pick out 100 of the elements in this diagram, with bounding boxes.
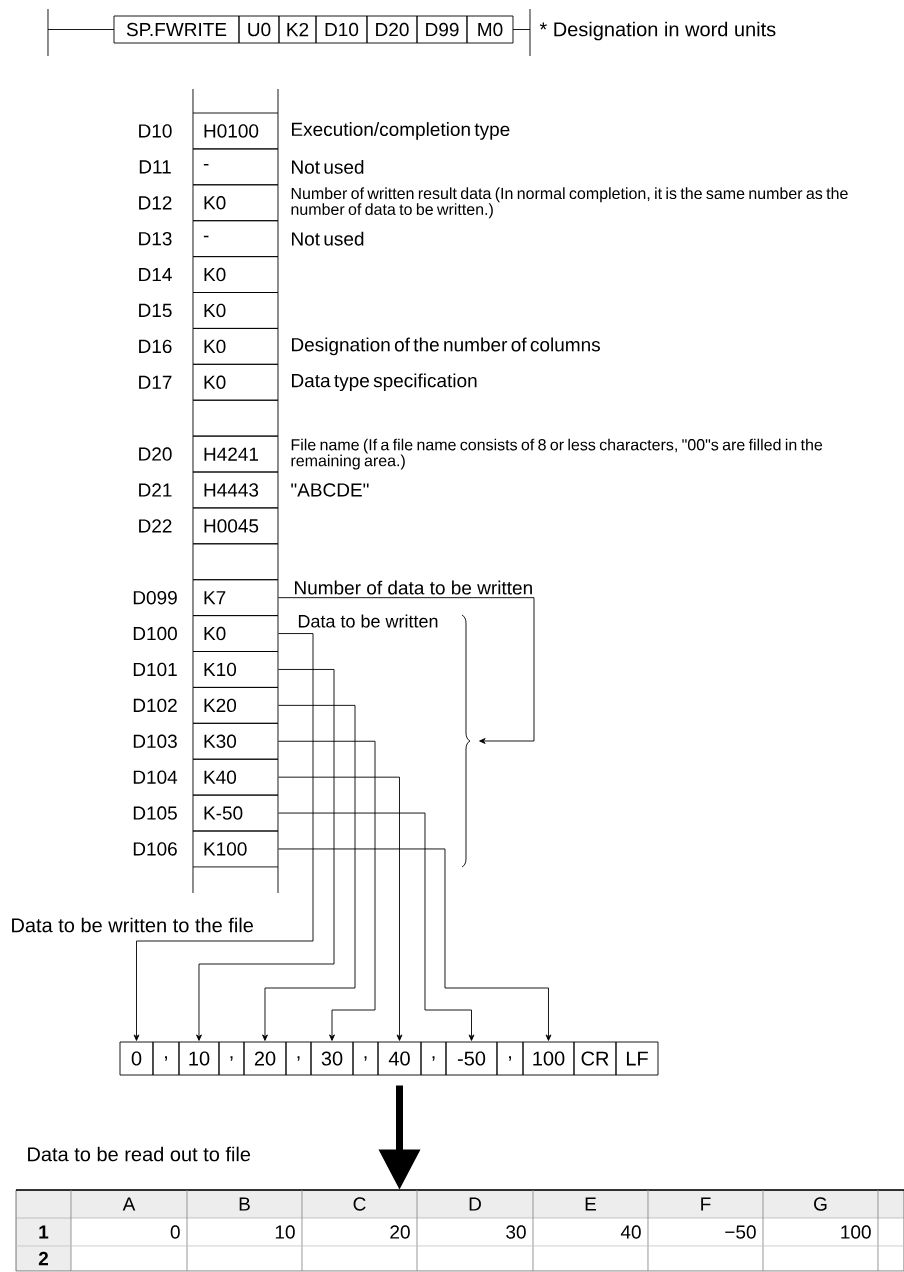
column-header: C — [353, 1197, 366, 1211]
data-cell: 100 — [522, 1041, 575, 1076]
register-cell: H0100 — [192, 112, 279, 150]
register-cell: - — [192, 148, 279, 186]
register-cell: K100 — [192, 830, 279, 868]
arrow — [278, 848, 552, 1041]
register-address: D101 — [133, 662, 177, 677]
data-cell: , — [218, 1041, 245, 1076]
register-address: D22 — [139, 519, 172, 533]
register-address: D21 — [139, 483, 172, 497]
column-header: A — [122, 1197, 136, 1211]
description-text: Number of written result data (In normal completion, it is the same number as the number of data to be written.) — [291, 187, 848, 219]
register-address: D100 — [133, 626, 177, 641]
register-cell: K7 — [192, 579, 279, 617]
register-cell: K0 — [192, 363, 279, 401]
data-cell: , — [420, 1041, 447, 1076]
register-address: D15 — [139, 303, 172, 318]
data-cell: , — [152, 1041, 180, 1076]
register-address: D20 — [139, 447, 172, 461]
register-address: D102 — [133, 698, 177, 713]
description-text: Not used — [292, 231, 364, 246]
operand-box: M0 — [466, 15, 514, 44]
arrow — [133, 633, 314, 1041]
register-address: D10 — [139, 124, 172, 138]
column-header: B — [239, 1197, 250, 1211]
register-address: D16 — [139, 339, 172, 354]
register-cell: K0 — [192, 615, 279, 652]
register-address: D17 — [139, 375, 172, 389]
operand-box: U0 — [238, 15, 280, 44]
data-cell: 10 — [178, 1041, 220, 1076]
register-address: D105 — [133, 806, 177, 820]
register-address: D099 — [133, 590, 177, 605]
register-address: D104 — [133, 770, 178, 784]
register-cell: K0 — [192, 256, 279, 293]
data-cell: LF — [615, 1041, 659, 1076]
cell-value: 10 — [275, 1225, 295, 1239]
row-header: 2 — [38, 1251, 48, 1266]
empty-register-cell — [192, 399, 279, 437]
column-header: F — [701, 1197, 711, 1211]
cell-value: 100 — [841, 1225, 871, 1239]
register-cell: K20 — [192, 686, 279, 724]
register-cell: H0045 — [192, 507, 279, 545]
column-header: D — [469, 1197, 481, 1211]
empty-register-cell — [192, 543, 279, 581]
data-cell: CR — [573, 1041, 617, 1076]
register-cell: K30 — [192, 722, 279, 760]
data-cell: 40 — [377, 1041, 422, 1076]
column-header: E — [585, 1197, 596, 1211]
register-cell: K0 — [192, 327, 279, 365]
column-header: G — [814, 1197, 827, 1211]
arrow — [278, 812, 475, 1041]
register-cell: K0 — [192, 292, 279, 329]
register-cell: K10 — [192, 651, 279, 688]
data-cell: 20 — [243, 1041, 287, 1076]
block-arrow — [378, 1085, 421, 1190]
register-address: D11 — [139, 160, 171, 174]
curly-brace — [461, 614, 471, 868]
caption-text: Data to be read out to file — [28, 1146, 251, 1162]
register-cell: K40 — [192, 758, 279, 796]
spreadsheet-table — [15, 1189, 904, 1272]
data-cell: -50 — [445, 1041, 498, 1076]
operand-box: K2 — [278, 15, 317, 44]
data-cell: 30 — [310, 1041, 354, 1076]
arrow — [262, 704, 356, 1041]
description-text: Execution/completion type — [292, 122, 510, 140]
description-text: Designation of the number of columns — [292, 337, 600, 356]
data-cell: , — [285, 1041, 312, 1076]
description-text: Data type specification — [292, 373, 477, 392]
register-cell: K-50 — [192, 794, 279, 832]
register-address: D103 — [133, 734, 177, 748]
arrow — [278, 597, 535, 744]
cell-value: 30 — [506, 1225, 526, 1239]
arrow — [196, 669, 335, 1041]
edge-label: Number of data to be written — [292, 579, 535, 596]
register-cell: H4241 — [192, 435, 279, 473]
register-cell: K0 — [192, 184, 279, 222]
register-address: D14 — [139, 268, 172, 282]
caption-text: Data to be written to the file — [12, 917, 253, 933]
register-address: D12 — [139, 196, 172, 210]
register-address: D106 — [133, 842, 177, 856]
cell-value: 40 — [620, 1225, 641, 1239]
arrow — [278, 776, 403, 1041]
description-text: "ABCDE" — [291, 483, 369, 497]
register-cell: - — [192, 220, 279, 258]
cell-value: 0 — [170, 1225, 180, 1239]
description-text: File name (If a file name consists of 8 or less characters, "00"s are filled in the remaining area.) — [291, 438, 823, 470]
data-cell: 0 — [119, 1041, 154, 1076]
register-cell: H4443 — [192, 471, 279, 509]
operand-box: D10 — [315, 15, 368, 44]
cell-value: −50 — [725, 1225, 756, 1239]
brace-label: Data to be written — [298, 614, 438, 628]
operand-box: D99 — [416, 15, 468, 44]
cell-value: 20 — [390, 1225, 410, 1239]
row-header: 1 — [39, 1225, 49, 1239]
description-text: Not used — [292, 159, 364, 174]
data-cell: , — [352, 1041, 379, 1076]
note-text: * Designation in word units — [539, 21, 776, 41]
register-address: D13 — [139, 231, 172, 246]
operand-box: D20 — [366, 15, 418, 44]
operand-box: SP.FWRITE — [113, 15, 240, 44]
